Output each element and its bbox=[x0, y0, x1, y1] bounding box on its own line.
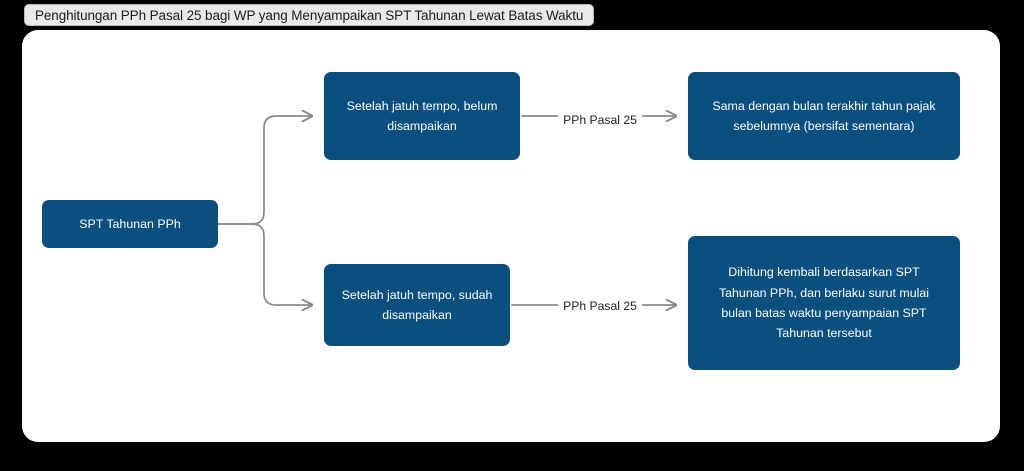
node-spt-tahunan-pph[interactable]: SPT Tahunan PPh bbox=[42, 200, 218, 248]
node-sama-dengan-bulan-terakhir[interactable]: Sama dengan bulan terakhir tahun pajak s… bbox=[688, 72, 960, 160]
node-label: Setelah jatuh tempo, sudah disampaikan bbox=[341, 287, 493, 322]
edge-label-pph-pasal-25-bottom: PPh Pasal 25 bbox=[558, 299, 642, 313]
node-label: Sama dengan bulan terakhir tahun pajak s… bbox=[712, 98, 936, 133]
node-label: Setelah jatuh tempo, belum disampaikan bbox=[346, 98, 498, 133]
edge-label-pph-pasal-25-top: PPh Pasal 25 bbox=[558, 113, 642, 127]
node-setelah-jatuh-tempo-belum-disampaikan[interactable]: Setelah jatuh tempo, belum disampaikan bbox=[324, 72, 520, 160]
node-setelah-jatuh-tempo-sudah-disampaikan[interactable]: Setelah jatuh tempo, sudah disampaikan bbox=[324, 264, 510, 346]
edge-spt-to-sudah bbox=[217, 223, 312, 305]
node-dihitung-kembali[interactable]: Dihitung kembali berdasarkan SPT Tahunan… bbox=[688, 236, 960, 370]
edge-spt-to-belum bbox=[217, 116, 312, 225]
node-label: Dihitung kembali berdasarkan SPT Tahunan… bbox=[718, 265, 930, 341]
page-title: Penghitungan PPh Pasal 25 bagi WP yang M… bbox=[35, 7, 584, 23]
diagram-title-badge: Penghitungan PPh Pasal 25 bagi WP yang M… bbox=[24, 4, 595, 26]
node-label: SPT Tahunan PPh bbox=[79, 216, 181, 231]
